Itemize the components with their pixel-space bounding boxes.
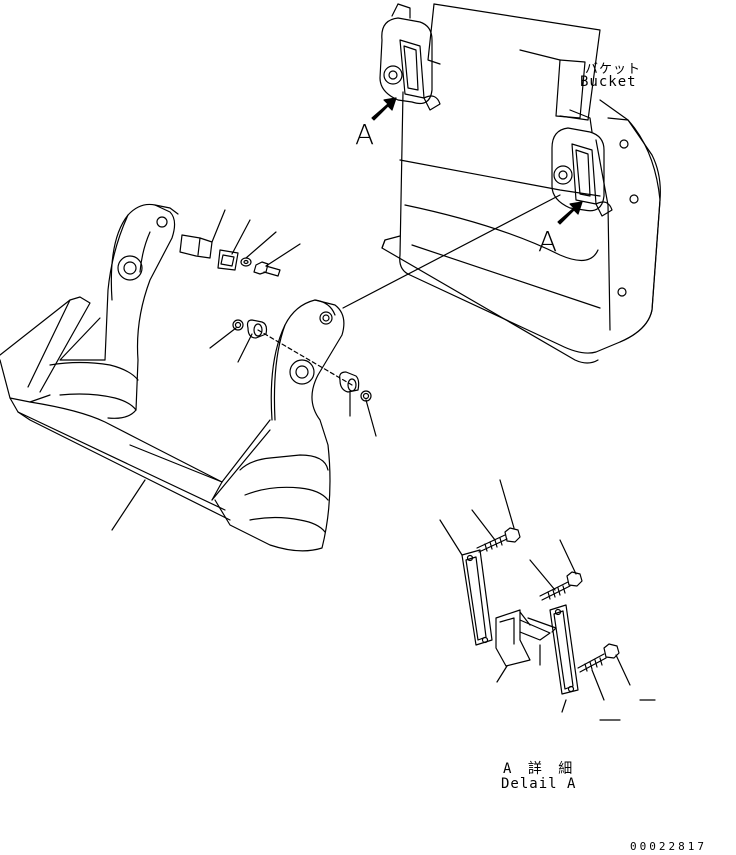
drawing-code: 00022817 bbox=[630, 840, 707, 853]
view-arrow-a-lower bbox=[558, 202, 582, 224]
detail-title-jp: A 詳 細 bbox=[503, 761, 577, 777]
pin-retainer-parts bbox=[180, 210, 300, 276]
bucket-pin-leader bbox=[343, 195, 560, 308]
view-arrow-a-upper bbox=[372, 98, 396, 120]
detail-title: Delail A bbox=[501, 776, 577, 792]
bucket-drawing bbox=[380, 4, 660, 363]
view-mark-a-upper: A bbox=[355, 118, 375, 151]
detail-a-drawing bbox=[440, 480, 655, 720]
bucket-label: Bucket bbox=[580, 74, 637, 90]
view-mark-a-lower: A bbox=[538, 225, 558, 258]
bushing-parts bbox=[112, 320, 376, 530]
bucket-label-jp: バケット bbox=[585, 62, 642, 77]
boom-frame-drawing bbox=[0, 204, 344, 550]
